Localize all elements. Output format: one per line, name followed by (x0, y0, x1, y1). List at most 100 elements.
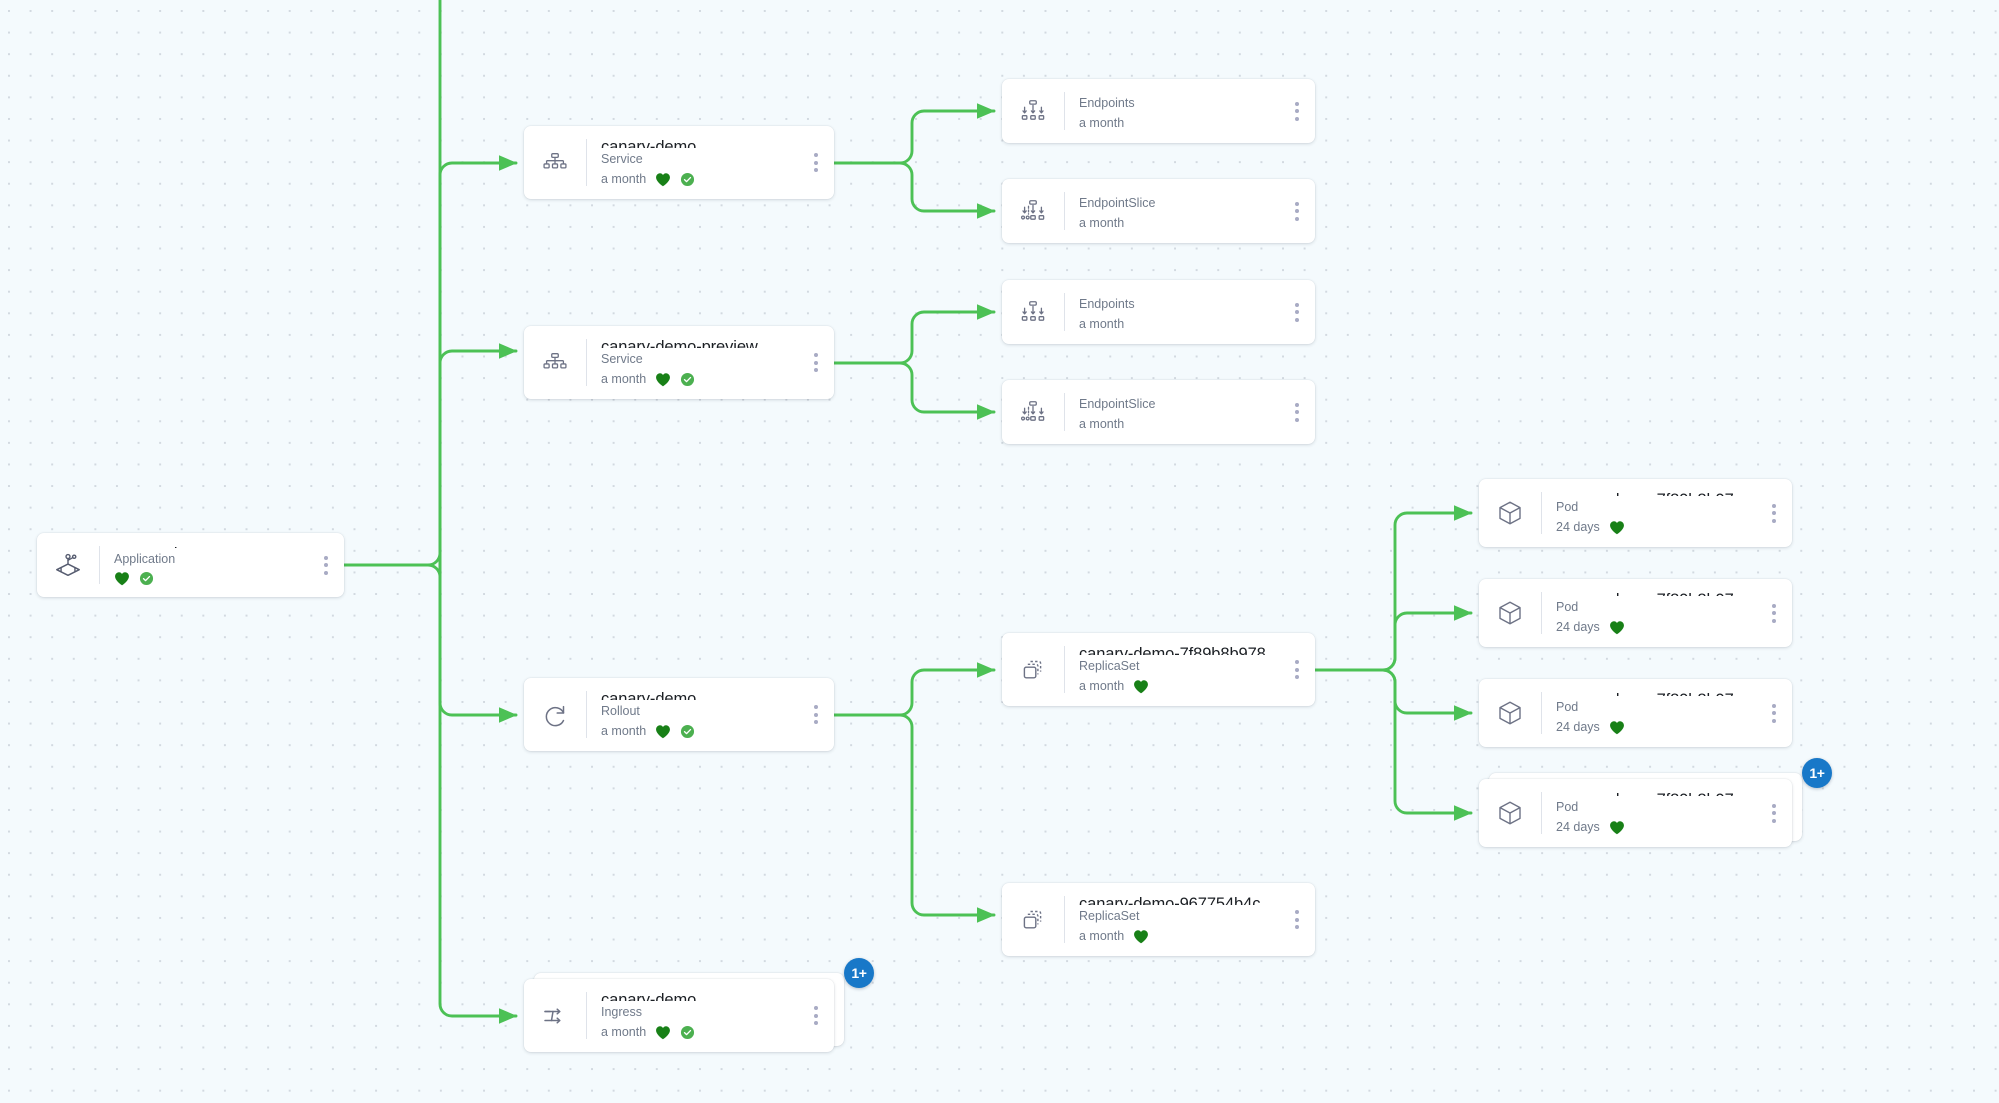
health-status-icon (114, 571, 130, 586)
node-divider (1541, 592, 1542, 634)
node-age: 24 days (1556, 619, 1600, 634)
node-age: a month (601, 723, 647, 738)
node-age: a month (1079, 416, 1125, 431)
node-title: canary-demo-preview (1079, 291, 1284, 293)
health-status-icon (655, 724, 671, 739)
node-menu-button[interactable] (1284, 910, 1310, 929)
node-kind: Pod (1556, 800, 1579, 815)
sync-status-icon (680, 1025, 695, 1040)
node-meta: 24 days (1556, 519, 1761, 536)
node-divider (1541, 792, 1542, 834)
node-meta: a month (601, 371, 803, 388)
node-menu-button[interactable] (1761, 503, 1787, 523)
node-age: a month (1079, 115, 1125, 130)
node-meta: 24 days (1556, 819, 1761, 836)
node-title: canary-demo (1079, 90, 1284, 92)
replicaset-icon (1002, 633, 1064, 706)
node-age: a month (1079, 678, 1125, 693)
node-title: canary-demo-preview-v... (1079, 391, 1284, 393)
node-kind: Rollout (601, 704, 640, 719)
node-divider (99, 546, 100, 584)
node-kind: ReplicaSet (1079, 659, 1140, 674)
node-menu-button[interactable] (313, 555, 339, 575)
node-meta: a month (1079, 678, 1284, 695)
node-age: a month (1079, 215, 1125, 230)
overflow-count-badge[interactable]: 1+ (844, 958, 874, 988)
overflow-count-badge[interactable]: 1+ (1802, 758, 1832, 788)
node-menu-button[interactable] (803, 153, 829, 172)
node-menu-button[interactable] (1284, 660, 1310, 679)
node-title: canary-demo (601, 138, 697, 149)
node-title: canary-demo-preview (601, 338, 758, 349)
node-title: canary-demo-967754b4c (1079, 895, 1261, 906)
node-menu-button[interactable] (1761, 803, 1787, 823)
pod-icon (1479, 779, 1541, 847)
service-icon (524, 126, 586, 199)
health-status-icon (1609, 820, 1625, 835)
pod-icon (1479, 579, 1541, 647)
sync-status-icon (680, 172, 695, 187)
health-status-icon (1609, 520, 1625, 535)
resource-node-eps-canary-demo-clpjw[interactable]: canary-demo-clpjwEndpointSlicea month (1002, 179, 1315, 243)
health-status-icon (655, 1025, 671, 1040)
node-body: canary-demoApplication (100, 533, 313, 597)
node-divider (586, 339, 587, 386)
node-kind: Pod (1556, 600, 1579, 615)
node-menu-button[interactable] (803, 705, 829, 724)
node-menu-button[interactable] (1284, 101, 1310, 121)
resource-node-ep-canary-demo-preview[interactable]: canary-demo-previewEndpoints a month (1002, 280, 1315, 344)
resource-node-app[interactable]: canary-demoApplication (37, 533, 344, 597)
resource-node-ep-canary-demo[interactable]: canary-demoEndpoints a month (1002, 79, 1315, 143)
node-menu-button[interactable] (1761, 703, 1787, 723)
node-meta: a month (1079, 928, 1284, 945)
node-meta: a month (1079, 416, 1284, 433)
node-menu-button[interactable] (1761, 603, 1787, 623)
node-age: 24 days (1556, 519, 1600, 534)
node-divider (1064, 646, 1065, 693)
node-kind: ReplicaSet (1079, 909, 1140, 924)
node-meta: 24 days (1556, 619, 1761, 636)
node-title: canary-demo-clpjw (1079, 190, 1284, 192)
node-kind: Service (601, 152, 643, 167)
node-kind: Ingress (601, 1005, 642, 1020)
health-status-icon (1133, 679, 1149, 694)
node-age: a month (601, 1024, 647, 1039)
node-kind: Endpoints (1079, 297, 1135, 312)
service-icon (524, 326, 586, 399)
node-meta: a month (1079, 316, 1284, 333)
node-meta: a month (601, 1024, 803, 1041)
node-age: a month (1079, 316, 1125, 331)
node-menu-button[interactable] (803, 1006, 829, 1025)
health-status-icon (655, 372, 671, 387)
node-menu-button[interactable] (1284, 201, 1310, 221)
node-age: a month (1079, 928, 1125, 943)
node-menu-button[interactable] (1284, 402, 1310, 422)
node-age: a month (601, 371, 647, 386)
node-title: canary-demo (601, 991, 697, 1002)
node-divider (1064, 896, 1065, 943)
node-menu-button[interactable] (803, 353, 829, 372)
node-kind: Pod (1556, 500, 1579, 515)
node-kind: Endpoints (1079, 96, 1135, 111)
node-meta: a month (601, 723, 803, 740)
node-meta: 24 days (1556, 719, 1761, 736)
node-menu-button[interactable] (1284, 302, 1310, 322)
